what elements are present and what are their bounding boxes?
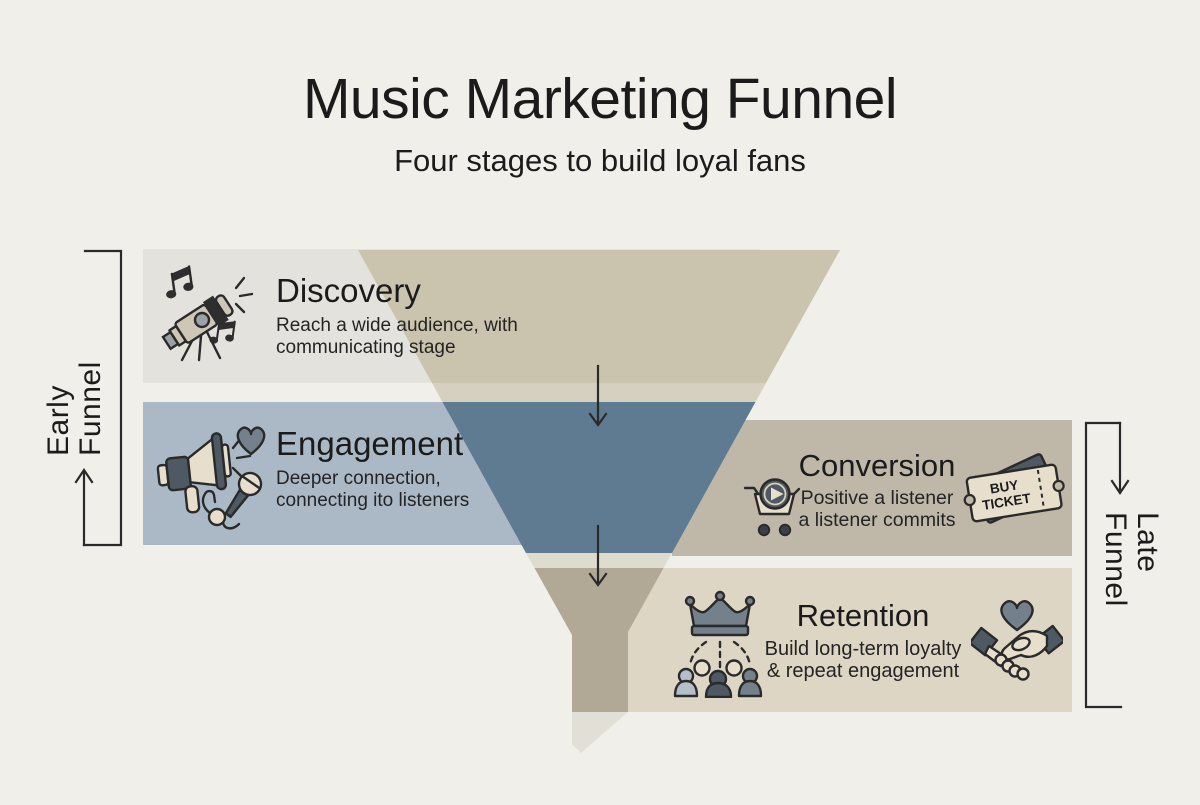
megaphone-heart-microphone-icon [156, 426, 266, 530]
early-funnel-line1: Early [42, 385, 75, 456]
discovery-desc-line1: Reach a wide audience, with [276, 315, 518, 336]
handshake-icon [971, 624, 1063, 681]
funnel-bottom-segment [534, 568, 664, 712]
conversion-desc-line1: Positive a listener [800, 487, 954, 509]
retention-desc-line2: & repeat engagement [766, 660, 960, 682]
heart-icon [236, 426, 266, 456]
early-funnel-bracket [74, 249, 123, 547]
microphone-icon [201, 471, 263, 530]
page-title: Music Marketing Funnel [302, 67, 898, 131]
cart-wheel-icon [757, 523, 771, 537]
early-funnel-line2: Funnel [74, 361, 107, 456]
crown-fans-icon [673, 590, 763, 698]
megaphone-icon [156, 432, 232, 514]
buy-ticket-icon: BUY TICKET [963, 453, 1065, 524]
fan-person-icon [737, 667, 763, 698]
engagement-desc-line1: Deeper connection, [276, 468, 441, 489]
funnel-tail [572, 712, 628, 753]
fan-person-icon [704, 669, 733, 698]
late-funnel-line1: Late [1131, 512, 1164, 573]
engagement-label: Engagement [276, 425, 464, 462]
music-note-icon [166, 265, 194, 299]
late-funnel-label: Late Funnel [1097, 512, 1164, 642]
retention-desc-line1: Build long-term loyalty [764, 638, 962, 660]
late-funnel-bracket [1084, 421, 1130, 709]
engagement-desc-line2: connecting ito listeners [276, 489, 470, 511]
page-subtitle: Four stages to build loyal fans [394, 143, 806, 178]
early-funnel-label: Early Funnel [42, 326, 109, 456]
cart-wheel-icon [778, 523, 792, 537]
discovery-label: Discovery [276, 272, 421, 309]
retention-label: Retention [796, 598, 930, 633]
funnel-top-segment [358, 250, 840, 383]
conversion-text: Conversion Positive a listener a listene… [758, 448, 996, 531]
crown-icon [684, 590, 756, 637]
fan-person-icon [673, 667, 699, 698]
funnel-middle-segment [442, 402, 756, 553]
conversion-desc-line2: a listener commits [798, 509, 956, 531]
fan-head-icon [693, 659, 711, 677]
late-funnel-line2: Funnel [1099, 512, 1132, 607]
heart-icon [1000, 600, 1034, 632]
handshake-heart-icon [971, 600, 1063, 681]
conversion-label: Conversion [798, 448, 956, 483]
cart-play-icon [743, 478, 801, 537]
discovery-text: Discovery Reach a wide audience, with co… [276, 272, 518, 358]
flow-arrow-top [588, 364, 608, 427]
discovery-desc-line2: communicating stage [276, 336, 456, 358]
retention-text: Retention Build long-term loyalty & repe… [748, 598, 978, 682]
engagement-text: Engagement Deeper connection, connecting… [276, 425, 469, 511]
flow-arrow-bottom [588, 524, 608, 587]
telescope-music-notes-icon [161, 265, 254, 362]
ticket-text-line1: BUY [989, 477, 1020, 496]
fan-head-icon [725, 659, 743, 677]
